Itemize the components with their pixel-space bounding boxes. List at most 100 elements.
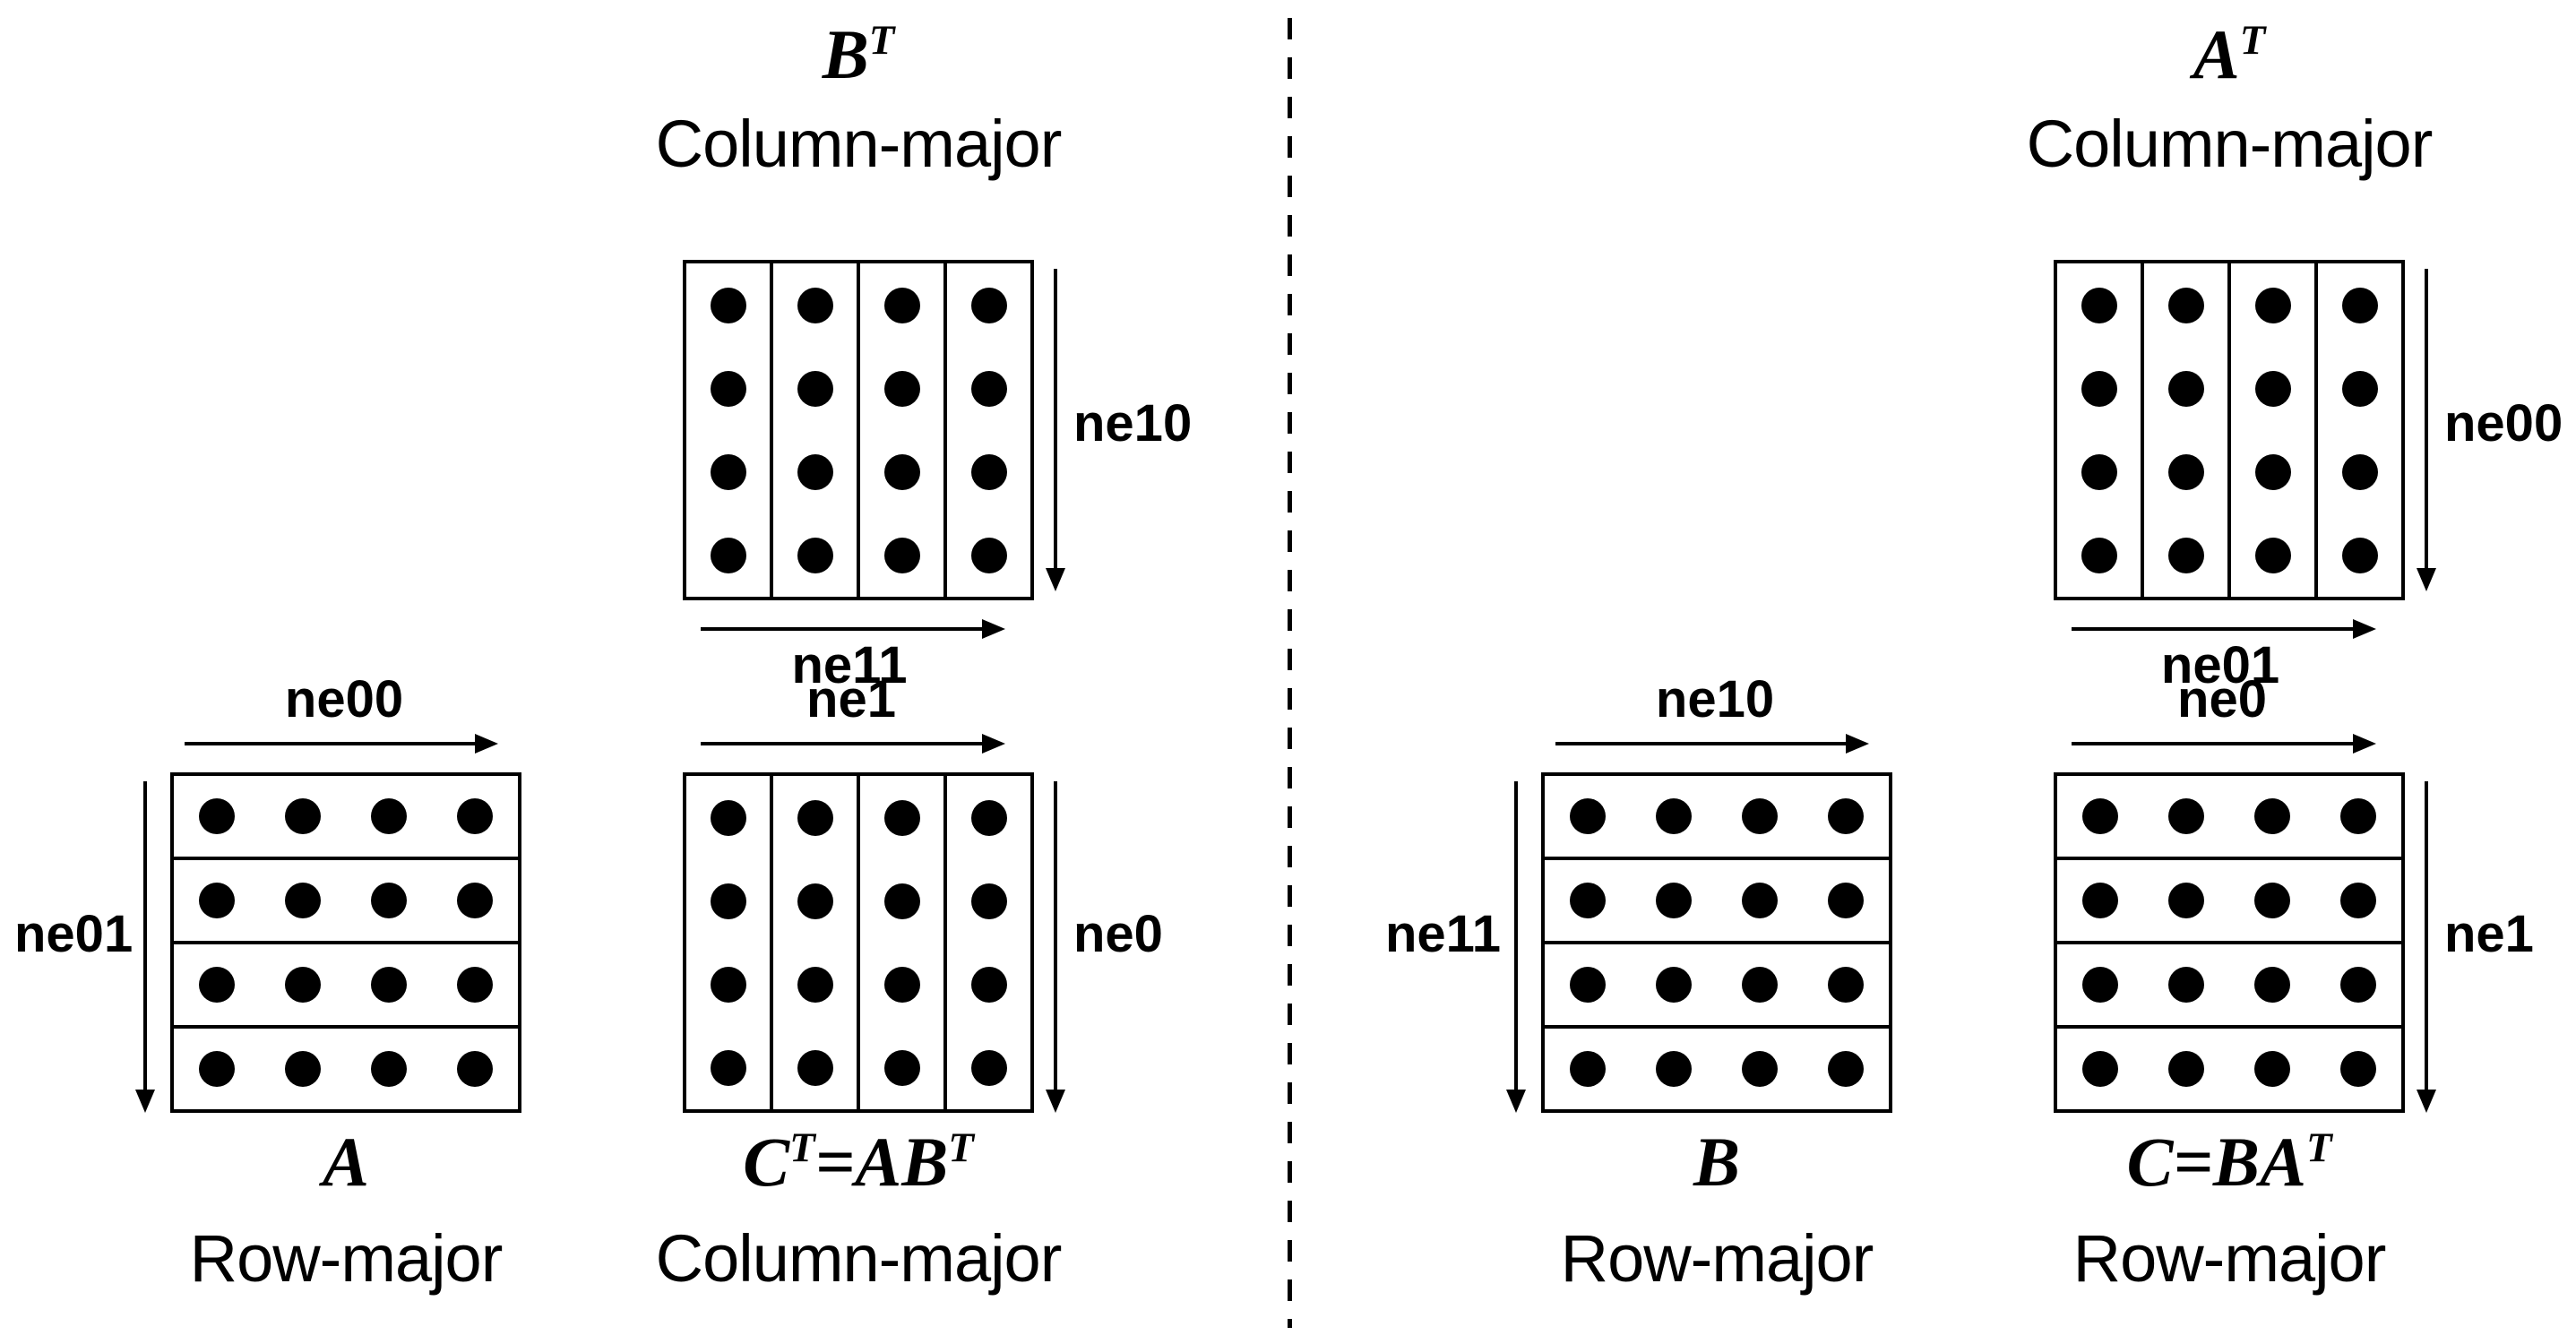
element-dot-icon <box>2081 287 2117 323</box>
element-dot-icon <box>710 883 746 919</box>
matrix-name: B <box>1693 1127 1740 1197</box>
matrix-name-sup: T <box>2305 1124 2332 1171</box>
element-dot-icon <box>457 883 493 918</box>
matrix-name-base: C <box>743 1123 790 1201</box>
element-dot-icon <box>710 966 746 1003</box>
element-dot-icon <box>970 453 1007 490</box>
element-dot-icon <box>2254 453 2291 490</box>
arrow-down-icon <box>2417 269 2436 591</box>
arrow-down-icon <box>1046 269 1065 591</box>
element-dot-icon <box>2081 370 2117 407</box>
element-dot-icon <box>2341 453 2378 490</box>
dim-label: ne00 <box>284 670 404 728</box>
arrow-right-icon <box>2072 734 2376 754</box>
dim-label: ne1 <box>2444 905 2534 963</box>
element-dot-icon <box>1742 798 1778 834</box>
element-dot-icon <box>2254 967 2290 1003</box>
matrix-lane <box>860 263 947 597</box>
element-dot-icon <box>970 799 1007 836</box>
matrix-name-base: B <box>1693 1123 1741 1201</box>
layout-label: Column-major <box>2026 107 2434 181</box>
arrow-down-icon <box>1046 781 1065 1113</box>
matrix-name: C=BAT <box>2126 1127 2331 1197</box>
matrix-lane <box>947 263 1030 597</box>
matrix-name-base: B <box>822 15 869 93</box>
matrix-name-mid: =BA <box>2173 1123 2306 1201</box>
matrix-lane <box>947 776 1030 1109</box>
element-dot-icon <box>2167 453 2204 490</box>
element-dot-icon <box>457 798 493 834</box>
layout-label: Column-major <box>655 107 1063 181</box>
element-dot-icon <box>2341 287 2378 323</box>
matrix-lane <box>1545 860 1889 944</box>
matrix-lane <box>2057 860 2401 944</box>
arrow-down-icon <box>2417 781 2436 1113</box>
arrow-down-icon <box>135 781 155 1113</box>
matrix-name: CT=ABT <box>743 1127 974 1197</box>
element-dot-icon <box>797 453 833 490</box>
matrix-name-base: A <box>322 1123 370 1201</box>
layout-label: Row-major <box>1560 1221 1874 1296</box>
matrix-name: A <box>323 1127 369 1197</box>
element-dot-icon <box>199 798 235 834</box>
arrow-right-icon <box>185 734 498 754</box>
matrix-name-sup: T <box>948 1124 974 1171</box>
element-dot-icon <box>1570 1051 1606 1087</box>
element-dot-icon <box>883 287 920 323</box>
matrix-lane <box>686 263 773 597</box>
element-dot-icon <box>199 1051 235 1087</box>
element-dot-icon <box>970 883 1007 919</box>
element-dot-icon <box>1656 798 1692 834</box>
element-dot-icon <box>2081 537 2117 573</box>
element-dot-icon <box>970 537 1007 573</box>
arrow-down-icon <box>1506 781 1526 1113</box>
element-dot-icon <box>710 370 746 407</box>
element-dot-icon <box>797 799 833 836</box>
arrow-right-icon <box>701 619 1005 639</box>
element-dot-icon <box>970 1049 1007 1086</box>
element-dot-icon <box>970 287 1007 323</box>
matrix-lane <box>2057 944 2401 1029</box>
element-dot-icon <box>2082 798 2118 834</box>
matrix-name-sup: T <box>868 17 895 64</box>
element-dot-icon <box>1828 883 1864 918</box>
matrix-lane <box>2231 263 2318 597</box>
dim-label: ne01 <box>2160 636 2280 694</box>
element-dot-icon <box>2341 370 2378 407</box>
dim-label: ne10 <box>1073 394 1193 452</box>
element-dot-icon <box>371 1051 407 1087</box>
element-dot-icon <box>2081 453 2117 490</box>
matrix-lane <box>174 1029 518 1109</box>
dim-label: ne11 <box>791 636 908 694</box>
element-dot-icon <box>1570 798 1606 834</box>
dim-label: ne0 <box>1073 905 1163 963</box>
element-dot-icon <box>2341 537 2378 573</box>
element-dot-icon <box>710 1049 746 1086</box>
element-dot-icon <box>1828 967 1864 1003</box>
matrix-lane <box>174 860 518 944</box>
element-dot-icon <box>710 453 746 490</box>
element-dot-icon <box>2340 967 2376 1003</box>
matrix-name-mid: =AB <box>814 1123 949 1201</box>
element-dot-icon <box>457 1051 493 1087</box>
element-dot-icon <box>883 1049 920 1086</box>
element-dot-icon <box>1742 967 1778 1003</box>
element-dot-icon <box>797 287 833 323</box>
element-dot-icon <box>457 967 493 1003</box>
element-dot-icon <box>2168 1051 2204 1087</box>
element-dot-icon <box>2167 287 2204 323</box>
dim-label: ne00 <box>2444 394 2563 452</box>
element-dot-icon <box>1742 883 1778 918</box>
element-dot-icon <box>710 287 746 323</box>
element-dot-icon <box>199 883 235 918</box>
element-dot-icon <box>285 1051 321 1087</box>
dim-label: ne11 <box>1385 905 1501 963</box>
element-dot-icon <box>2168 967 2204 1003</box>
element-dot-icon <box>2254 370 2291 407</box>
matrix-lane <box>773 776 860 1109</box>
element-dot-icon <box>1656 1051 1692 1087</box>
matrix-name: BT <box>823 20 895 90</box>
matrix-lane <box>860 776 947 1109</box>
element-dot-icon <box>710 537 746 573</box>
element-dot-icon <box>285 967 321 1003</box>
